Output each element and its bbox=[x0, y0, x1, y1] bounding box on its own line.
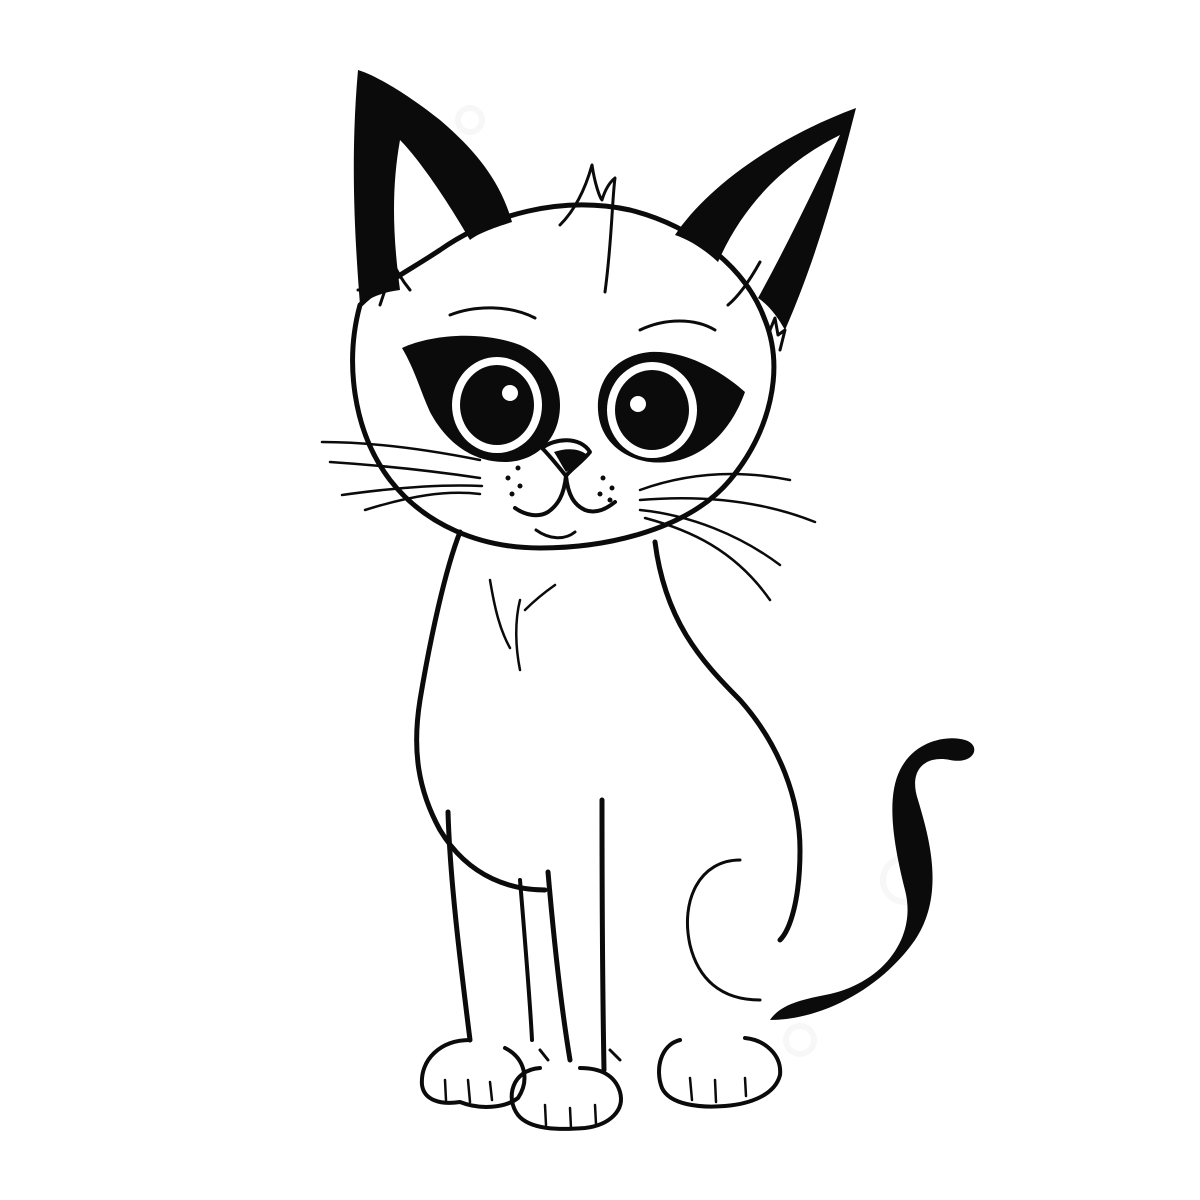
front-leg-left bbox=[445, 809, 473, 1043]
body-outline bbox=[414, 529, 548, 893]
center-paw bbox=[509, 1066, 623, 1131]
left-ear-inner bbox=[376, 220, 412, 292]
head-outline bbox=[350, 202, 777, 551]
paws bbox=[419, 1036, 783, 1131]
nose-fill bbox=[554, 449, 586, 472]
right-eye bbox=[597, 351, 745, 463]
back-outline bbox=[652, 539, 803, 943]
right-ear-icon bbox=[675, 108, 856, 330]
ear-tuft-left bbox=[356, 278, 387, 307]
left-eyebrow bbox=[448, 306, 537, 320]
right-eyebrow bbox=[638, 319, 717, 332]
watermark-circle-icon bbox=[455, 105, 485, 135]
front-leg-right bbox=[545, 869, 573, 1063]
ear-tuft-right bbox=[768, 316, 787, 352]
watermark-marks bbox=[455, 105, 930, 1057]
left-ear-icon bbox=[353, 70, 512, 305]
right-paw bbox=[657, 1036, 783, 1109]
mouth bbox=[513, 474, 617, 518]
left-paw bbox=[419, 1038, 527, 1109]
hair-tuft bbox=[558, 163, 617, 294]
chin bbox=[534, 528, 577, 540]
front-leg-right-outer bbox=[599, 797, 607, 1073]
nose bbox=[540, 438, 592, 478]
left-eye bbox=[402, 335, 560, 462]
watermark-circle-icon bbox=[783, 1023, 817, 1057]
whiskers bbox=[320, 440, 817, 602]
haunch bbox=[685, 858, 762, 1002]
muzzle-dots bbox=[505, 465, 615, 503]
front-leg-left-inner bbox=[518, 878, 534, 1042]
chest-fur bbox=[488, 578, 557, 672]
